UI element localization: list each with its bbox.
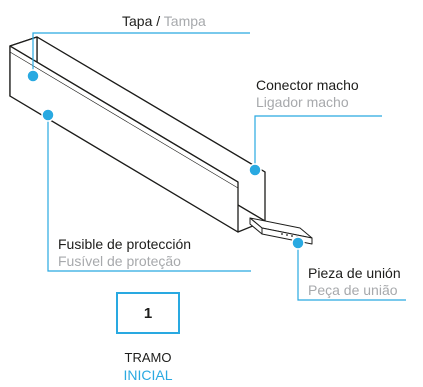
section-number: 1	[143, 304, 153, 322]
label-tapa-pt: Tampa	[163, 13, 206, 29]
callout-dot-icon	[248, 163, 262, 177]
callout-dot-icons	[26, 69, 305, 250]
label-fusible-pt: Fusível de proteção	[58, 253, 181, 269]
label-pieza-es: Pieza de unión	[308, 265, 401, 281]
leader-lines	[32, 32, 406, 301]
lid-line	[9, 51, 239, 189]
label-conector-pt: Ligador macho	[256, 94, 349, 110]
label-tapa: Tapa / Tampa	[122, 13, 206, 29]
callout-dot-icon	[26, 69, 40, 83]
label-tapa-sep: /	[152, 13, 164, 29]
callout-dot-icon	[41, 108, 55, 122]
section-title-line1: TRAMO	[124, 350, 172, 365]
callout-dot-icon	[291, 236, 305, 250]
top-edge	[9, 45, 239, 183]
label-tapa-es: Tapa	[122, 13, 153, 29]
section-title-line2: INICIAL	[123, 367, 173, 383]
label-conector-es: Conector macho	[256, 77, 359, 93]
label-pieza-pt: Peça de união	[308, 282, 398, 298]
section-number-box: 1	[116, 292, 180, 334]
label-fusible-es: Fusible de protección	[58, 236, 192, 252]
